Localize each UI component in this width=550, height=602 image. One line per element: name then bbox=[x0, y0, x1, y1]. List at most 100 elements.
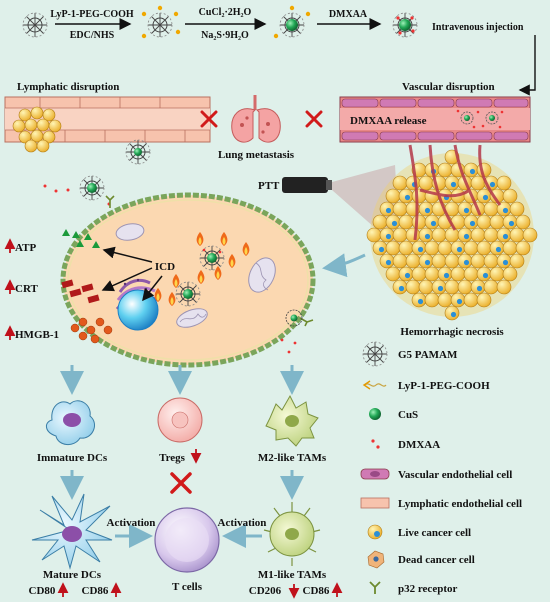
mitochondrion-2 bbox=[176, 308, 208, 328]
tumor-cell-nucleus bbox=[476, 285, 483, 292]
tumor-cell-nucleus bbox=[391, 220, 398, 227]
tumor-cell bbox=[437, 240, 453, 256]
tumor-cell-nucleus bbox=[482, 272, 489, 279]
injection-arrow bbox=[518, 35, 536, 96]
tumor-cell bbox=[483, 253, 499, 269]
t-cell bbox=[154, 507, 220, 573]
hmgb-indicator: HMGB-1 bbox=[4, 325, 59, 341]
tumor-cell bbox=[424, 292, 440, 308]
tumor-cell-nucleus bbox=[417, 298, 424, 305]
icd-label: ICD bbox=[155, 261, 175, 273]
tumor-cell bbox=[496, 175, 512, 191]
m2-tam-label: M2-like TAMs bbox=[258, 452, 327, 464]
tumor-cell bbox=[457, 279, 473, 295]
tumor-cell bbox=[489, 266, 505, 282]
tumor-cell bbox=[392, 227, 408, 243]
atp-indicator: ATP bbox=[4, 238, 36, 254]
x-mark-lymph bbox=[200, 110, 218, 128]
ptt-label: PTT bbox=[258, 180, 280, 192]
legend-item-peptide: LyP-1-PEG-COOH bbox=[362, 380, 490, 392]
tumor-cell bbox=[437, 292, 453, 308]
lymphatic-label: Lymphatic disruption bbox=[17, 81, 119, 93]
mature-dc bbox=[31, 493, 113, 570]
dendrimer-1 bbox=[22, 12, 48, 38]
dendrimer-loaded bbox=[392, 12, 418, 38]
tumor-cell bbox=[405, 253, 421, 269]
dendrimer-peptide bbox=[141, 5, 181, 39]
m1-tam bbox=[263, 502, 321, 566]
step4-label: Intravenous injection bbox=[432, 22, 524, 33]
mature-dc-label: Mature DCs bbox=[43, 569, 102, 581]
lungs bbox=[231, 95, 281, 143]
legend-item-live: Live cancer cell bbox=[367, 524, 471, 540]
tumor-cell-nucleus bbox=[463, 207, 470, 214]
tumor-cell-nucleus bbox=[463, 233, 470, 240]
synthesis-row: LyP-1-PEG-COOH EDC/NHS CuCl₂·2H₂O Na₂S·9… bbox=[22, 5, 536, 96]
tumor-cell-nucleus bbox=[385, 259, 392, 266]
tumor-cell-nucleus bbox=[424, 259, 431, 266]
lymphatic-vessel bbox=[4, 96, 211, 165]
legend-label-vascular: Vascular endothelial cell bbox=[398, 469, 512, 481]
tumor-cell-nucleus bbox=[456, 246, 463, 253]
tumor-cell bbox=[483, 227, 499, 243]
tumor-cell bbox=[431, 253, 447, 269]
tumor-cell bbox=[398, 240, 414, 256]
step3-label: DMXAA bbox=[329, 9, 368, 20]
nanoparticle-top-cell bbox=[43, 175, 111, 206]
receptor-icon bbox=[369, 581, 381, 594]
tumor-cluster-lymph bbox=[12, 106, 62, 153]
tumor-cell bbox=[463, 292, 479, 308]
tumor-cell-nucleus bbox=[463, 259, 470, 266]
tumor-cell bbox=[385, 240, 401, 256]
tumor-cell bbox=[405, 227, 421, 243]
tumor-cell bbox=[470, 227, 486, 243]
cus-icon bbox=[369, 408, 381, 420]
tumor-cell bbox=[476, 240, 492, 256]
cd80-left-label: CD80 bbox=[29, 585, 56, 597]
x-mark-vascular bbox=[305, 110, 323, 128]
atp-molecules bbox=[62, 229, 100, 248]
tumor-cell-nucleus bbox=[437, 285, 444, 292]
tumor-cell-nucleus bbox=[385, 207, 392, 214]
tumor-cell-nucleus bbox=[450, 311, 457, 318]
nucleus bbox=[117, 289, 159, 331]
tumor-cell-nucleus bbox=[385, 233, 392, 240]
tumor-cell-nucleus bbox=[489, 181, 496, 188]
dmxaa-icon bbox=[371, 439, 380, 449]
tumor-cell bbox=[418, 279, 434, 295]
tumor-cell bbox=[463, 266, 479, 282]
tumor-cell-nucleus bbox=[469, 220, 476, 227]
tumor-cell bbox=[502, 188, 518, 204]
legend-label-receptor: p32 receptor bbox=[398, 583, 457, 595]
immature-dc bbox=[46, 400, 95, 445]
tumor-cell-nucleus bbox=[378, 246, 385, 253]
tumor-cell bbox=[450, 266, 466, 282]
vascular-cell-icon bbox=[360, 468, 390, 480]
cd86-right-label: CD86 bbox=[303, 585, 330, 597]
p32-receptors-cell bbox=[105, 195, 314, 327]
tumor-cell bbox=[431, 227, 447, 243]
tumor-cell-nucleus bbox=[508, 220, 515, 227]
dmxaa-release-label: DMXAA release bbox=[350, 115, 427, 127]
tumor-cell bbox=[502, 266, 518, 282]
legend-label-cus: CuS bbox=[398, 409, 418, 421]
legend-item-dendrimer: G5 PAMAM bbox=[362, 341, 458, 367]
cd206-label: CD206 bbox=[249, 585, 282, 597]
tumor-cell-nucleus bbox=[456, 298, 463, 305]
tumor-cell bbox=[509, 201, 525, 217]
tumor-cell bbox=[385, 266, 401, 282]
tumor-cell-nucleus bbox=[404, 272, 411, 279]
step2-top-label: CuCl₂·2H₂O bbox=[199, 7, 252, 18]
tumor-capillaries bbox=[408, 144, 502, 241]
tumor-cell-nucleus bbox=[424, 233, 431, 240]
legend-label-lymphatic: Lymphatic endothelial cell bbox=[398, 498, 522, 510]
tumor-cell bbox=[483, 279, 499, 295]
hmgb-label: HMGB-1 bbox=[15, 329, 59, 341]
step2-bottom-label: Na₂S·9H₂O bbox=[201, 30, 249, 41]
tumor-cell bbox=[392, 175, 408, 191]
legend-item-vascular: Vascular endothelial cell bbox=[360, 468, 512, 481]
tumor-cell bbox=[470, 253, 486, 269]
icd-arrows bbox=[101, 246, 163, 302]
